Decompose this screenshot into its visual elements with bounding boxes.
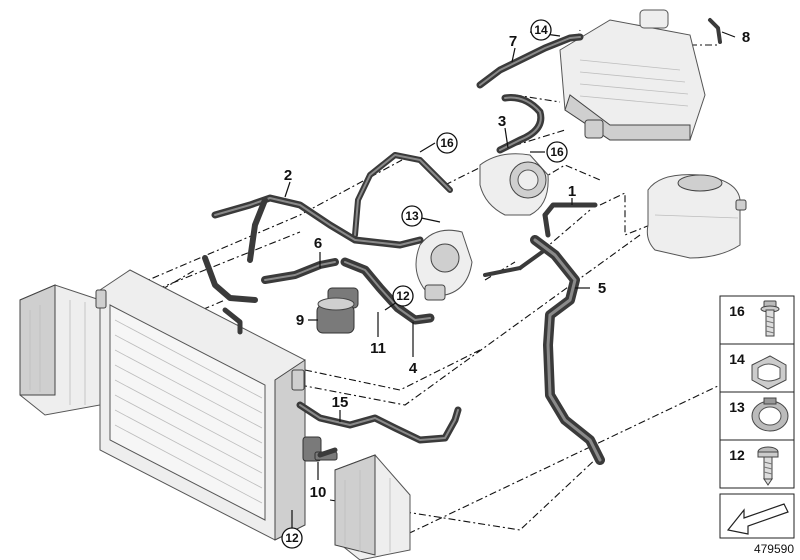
auxiliary-water-pump-9 — [316, 287, 359, 334]
callout-1: 1 — [568, 183, 576, 200]
legend-row-16: 16 — [719, 295, 795, 345]
legend-row-12: 12 — [719, 439, 795, 489]
callout-8: 8 — [742, 29, 750, 46]
legend-number: 13 — [729, 399, 745, 415]
circled-callout-13: 13 — [401, 205, 423, 227]
electric-coolant-pump-13 — [415, 229, 473, 301]
drawing-id: 479590 — [754, 542, 794, 556]
callout-9: 9 — [296, 312, 304, 329]
radiator-core — [95, 269, 306, 541]
circled-callout-12-center: 12 — [392, 285, 414, 307]
callout-3: 3 — [498, 113, 506, 130]
circled-callouts: 14 16 16 13 12 12 — [281, 19, 568, 549]
radiator-assembly — [19, 269, 411, 560]
legend-number: 12 — [729, 447, 745, 463]
callout-6: 6 — [314, 235, 322, 252]
clamp-ring-icon — [751, 397, 789, 432]
small-parts-legend: 16 14 13 — [719, 295, 795, 539]
screw-icon — [757, 446, 779, 486]
expansion-tank — [646, 174, 747, 259]
callout-2: 2 — [284, 167, 292, 184]
circled-callout-14-top: 14 — [530, 19, 552, 41]
callout-10: 10 — [310, 484, 327, 501]
legend-number: 14 — [729, 351, 745, 367]
svg-text:13: 13 — [405, 209, 419, 223]
callout-11: 11 — [370, 340, 386, 357]
legend-row-14: 14 — [719, 343, 795, 393]
callout-15: 15 — [332, 394, 349, 411]
coolant-hoses — [202, 18, 722, 465]
svg-text:12: 12 — [285, 531, 299, 545]
thermostat-housing — [479, 153, 549, 216]
callout-4: 4 — [409, 360, 418, 377]
charge-air-cooler — [559, 9, 706, 141]
direction-arrow-icon — [726, 503, 789, 535]
callout-labels: 1 2 3 4 5 6 7 8 9 10 11 15 — [284, 29, 750, 501]
circled-callout-12-bottom: 12 — [281, 527, 303, 549]
hose-clip-icon — [751, 355, 787, 390]
svg-text:16: 16 — [440, 136, 454, 150]
callout-7: 7 — [509, 33, 517, 50]
bolt-flange-icon — [760, 300, 780, 337]
circled-callout-16-right: 16 — [546, 141, 568, 163]
callout-5: 5 — [598, 280, 606, 297]
air-duct-panel-left — [19, 284, 101, 416]
air-duct-panel-bottom — [334, 454, 411, 560]
svg-text:12: 12 — [396, 289, 410, 303]
legend-row-13: 13 — [719, 391, 795, 441]
circled-callout-16-upper: 16 — [436, 132, 458, 154]
svg-text:16: 16 — [550, 145, 564, 159]
legend-number: 16 — [729, 303, 745, 319]
svg-text:14: 14 — [534, 23, 548, 37]
legend-row-arrow — [719, 493, 795, 539]
